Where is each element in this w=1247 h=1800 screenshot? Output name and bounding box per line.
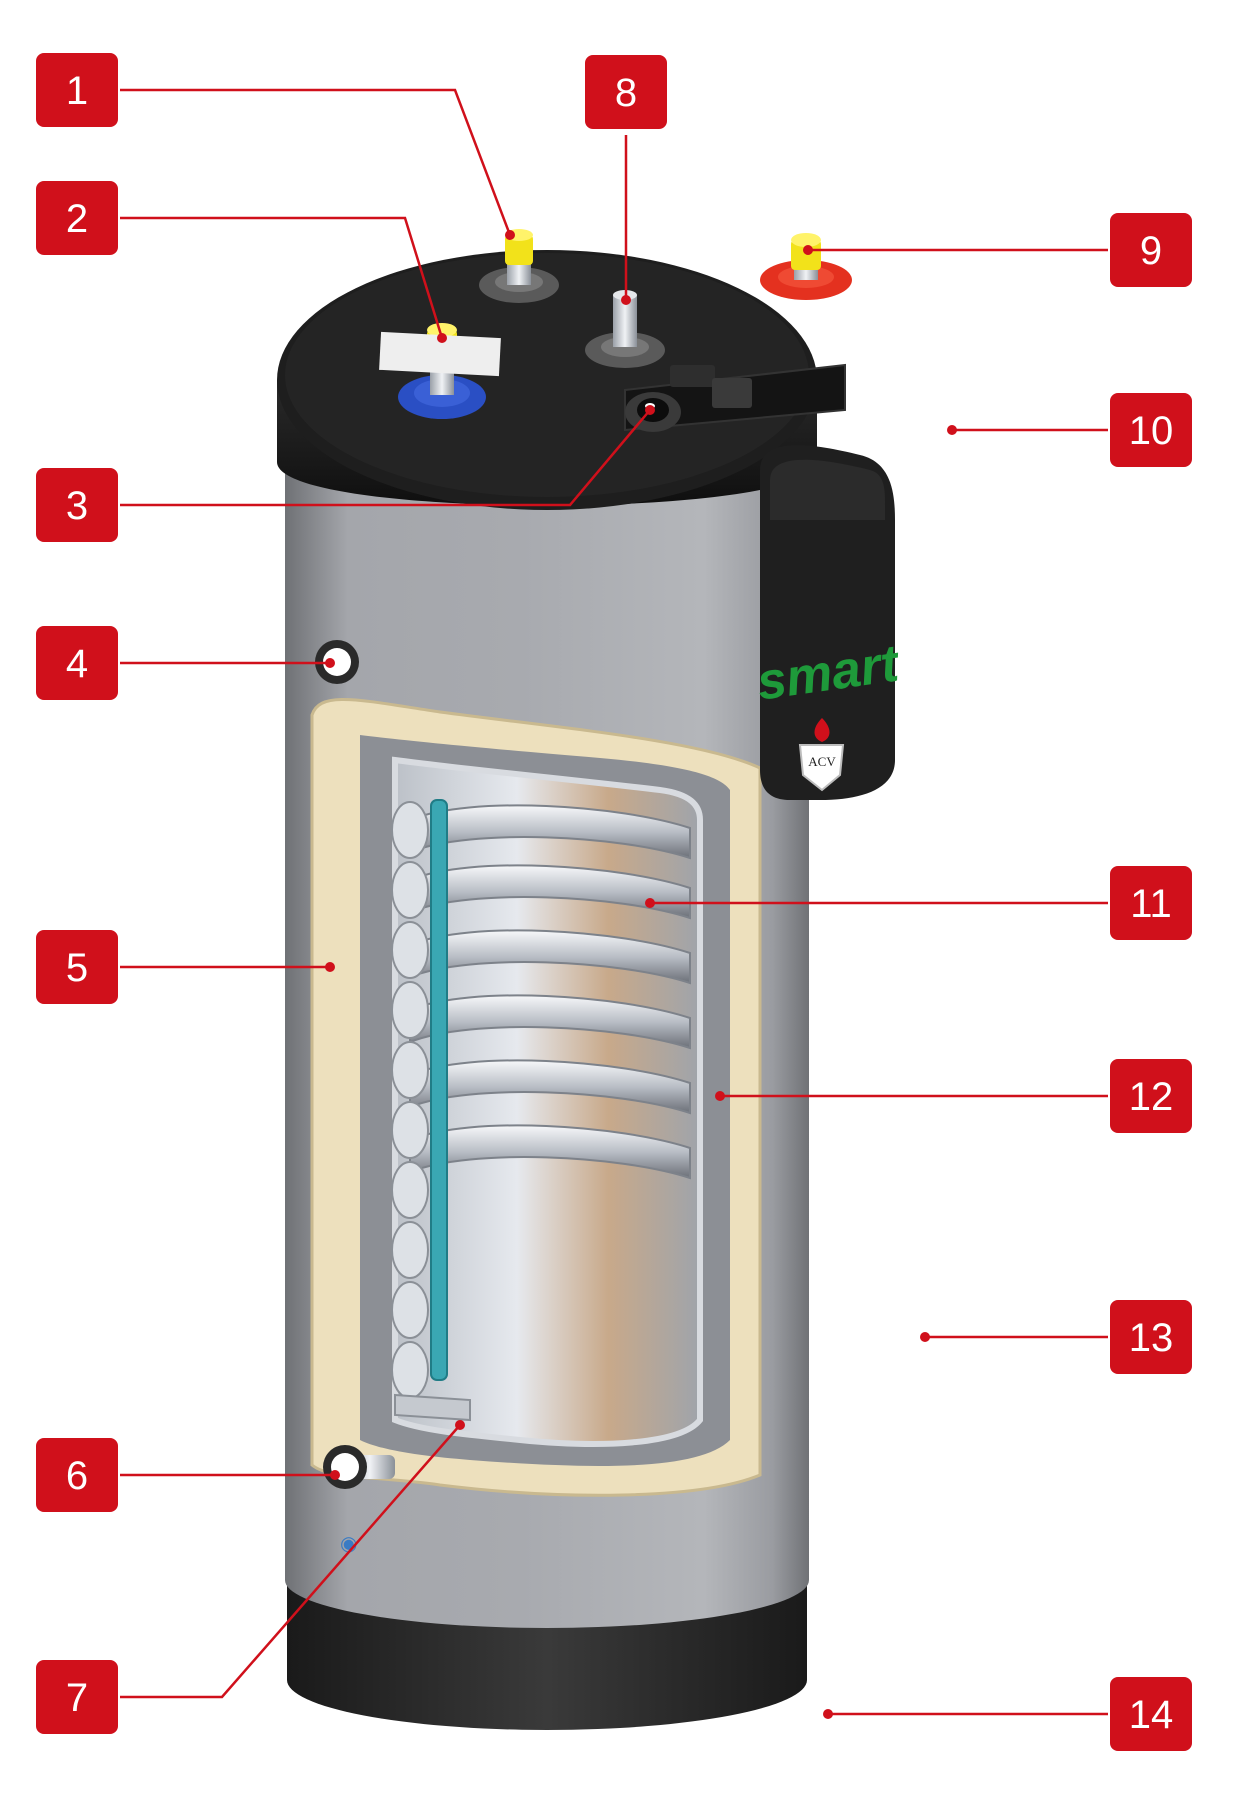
callout-badge-10: 10 — [1110, 393, 1192, 467]
inner-tank — [392, 756, 703, 1447]
callout-number-10: 10 — [1129, 409, 1174, 453]
coil-edge — [391, 1281, 429, 1339]
leader-line-3 — [120, 409, 651, 507]
leader-dot-10 — [947, 425, 957, 435]
callout-badge-14: 14 — [1110, 1677, 1192, 1751]
coil-turn — [409, 1124, 691, 1180]
callout-number-2: 2 — [66, 197, 88, 241]
leader-dot-1 — [505, 230, 515, 240]
callout-number-9: 9 — [1140, 229, 1162, 273]
compliance-mark: ◉ — [340, 1533, 357, 1555]
leader-dot-4 — [325, 658, 335, 668]
leader-dot-12 — [715, 1091, 725, 1101]
coil-turn — [409, 929, 691, 985]
callout-badge-4: 4 — [36, 626, 118, 700]
heating-coil — [391, 801, 691, 1399]
leader-lines — [120, 88, 1108, 1719]
callout-number-11: 11 — [1130, 882, 1172, 926]
coil-turn — [409, 994, 691, 1050]
leader-dot-6 — [330, 1470, 340, 1480]
callout-number-1: 1 — [66, 69, 88, 113]
coil-edge — [391, 1161, 429, 1219]
drain-channel — [394, 1393, 471, 1422]
svg-text:ACV: ACV — [808, 754, 836, 769]
leader-dot-7 — [455, 1420, 465, 1430]
leader-dot-3 — [645, 405, 655, 415]
leader-line-2 — [120, 216, 444, 339]
callout-number-3: 3 — [66, 484, 88, 528]
display-housing: smart ACV — [753, 445, 904, 800]
side-fitting-upper — [315, 640, 359, 684]
leader-dot-2 — [437, 333, 447, 343]
lid-sticker — [379, 331, 501, 377]
coil-edge — [391, 1341, 429, 1399]
coil-edge — [391, 861, 429, 919]
leader-dot-13 — [920, 1332, 930, 1342]
callout-badge-6: 6 — [36, 1438, 118, 1512]
coil-edge — [391, 1221, 429, 1279]
leader-dot-5 — [325, 962, 335, 972]
coil-turn — [409, 1059, 691, 1115]
coil-edge — [391, 1101, 429, 1159]
callout-number-8: 8 — [615, 71, 637, 115]
leader-dot-14 — [823, 1709, 833, 1719]
leader-line-7 — [120, 1424, 461, 1699]
coil-edge — [391, 921, 429, 979]
coil-edge — [391, 801, 429, 859]
callout-number-7: 7 — [66, 1676, 88, 1720]
leader-dot-11 — [645, 898, 655, 908]
coil-edge — [391, 1041, 429, 1099]
callout-number-13: 13 — [1129, 1316, 1174, 1360]
acv-logo: ACV — [798, 718, 845, 792]
callout-number-12: 12 — [1129, 1075, 1174, 1119]
leader-line-1 — [120, 88, 512, 236]
coil-turn — [409, 804, 691, 860]
coil-edge — [391, 981, 429, 1039]
anode-tube — [430, 799, 448, 1381]
callout-badge-1: 1 — [36, 53, 118, 127]
callout-number-6: 6 — [66, 1454, 88, 1498]
leader-dot-8 — [621, 295, 631, 305]
callout-number-5: 5 — [66, 946, 88, 990]
callout-badge-12: 12 — [1110, 1059, 1192, 1133]
callout-badge-11: 11 — [1110, 866, 1192, 940]
callout-number-4: 4 — [66, 642, 88, 686]
callout-badge-7: 7 — [36, 1660, 118, 1734]
callout-badge-2: 2 — [36, 181, 118, 255]
callout-badge-5: 5 — [36, 930, 118, 1004]
hot-water-outlet — [760, 233, 852, 300]
callout-number-14: 14 — [1129, 1693, 1174, 1737]
callout-badge-9: 9 — [1110, 213, 1192, 287]
callout-badge-3: 3 — [36, 468, 118, 542]
primary-inlet — [479, 229, 559, 303]
callout-badge-8: 8 — [585, 55, 667, 129]
leader-dot-9 — [803, 245, 813, 255]
callout-badge-13: 13 — [1110, 1300, 1192, 1374]
